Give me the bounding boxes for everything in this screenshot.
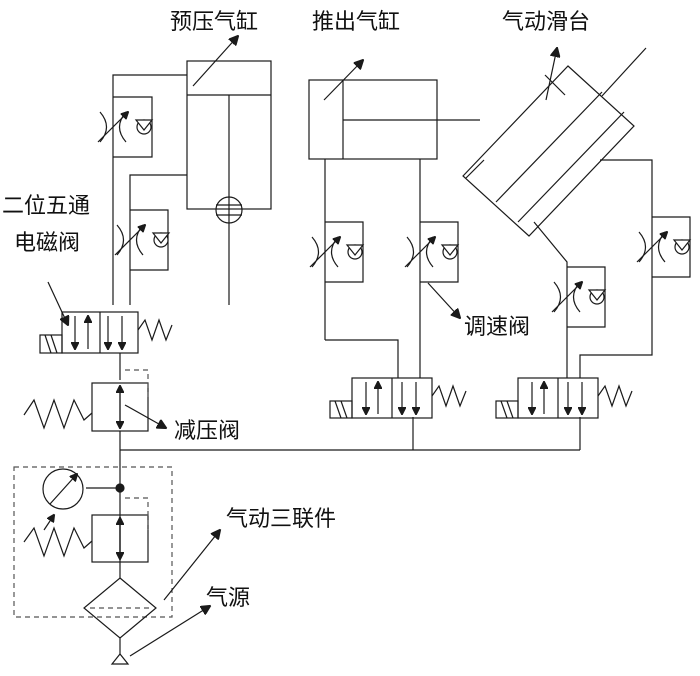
precompress-cylinder	[186, 36, 272, 305]
label-pneumatic-slide: 气动滑台	[502, 10, 591, 35]
label-frl-unit: 气动三联件	[226, 507, 337, 532]
speed-valve-1	[97, 96, 154, 158]
speed-valve-3	[309, 221, 365, 283]
precompress-pipes	[112, 74, 187, 305]
label-two-pos-five-way: 二位五通	[2, 194, 91, 219]
label-pressure-reducing-valve: 减压阀	[174, 419, 241, 444]
push-cylinder-pipes	[324, 159, 421, 378]
pressure-reducing-valve	[23, 369, 166, 578]
pneumatic-slide	[462, 48, 647, 237]
label-air-source: 气源	[206, 586, 251, 611]
label-precompress-cylinder: 预压气缸	[170, 10, 259, 35]
solenoid-valve-1	[39, 311, 173, 354]
speed-valve-5	[551, 266, 607, 328]
label-push-cylinder: 推出气缸	[312, 10, 401, 35]
frl-unit	[13, 466, 220, 639]
push-cylinder	[308, 60, 480, 160]
pneumatic-slide-pipes	[533, 159, 653, 378]
solenoid-valve-3	[495, 377, 633, 419]
speed-valve-4	[404, 221, 460, 318]
air-source	[110, 606, 210, 665]
label-solenoid-valve: 电磁阀	[14, 231, 81, 256]
solenoid-label-arrow	[47, 281, 68, 325]
solenoid-valve-2	[329, 377, 467, 419]
speed-valve-2	[114, 209, 171, 271]
label-speed-valve: 调速阀	[464, 315, 531, 340]
speed-valve-6	[636, 216, 692, 278]
